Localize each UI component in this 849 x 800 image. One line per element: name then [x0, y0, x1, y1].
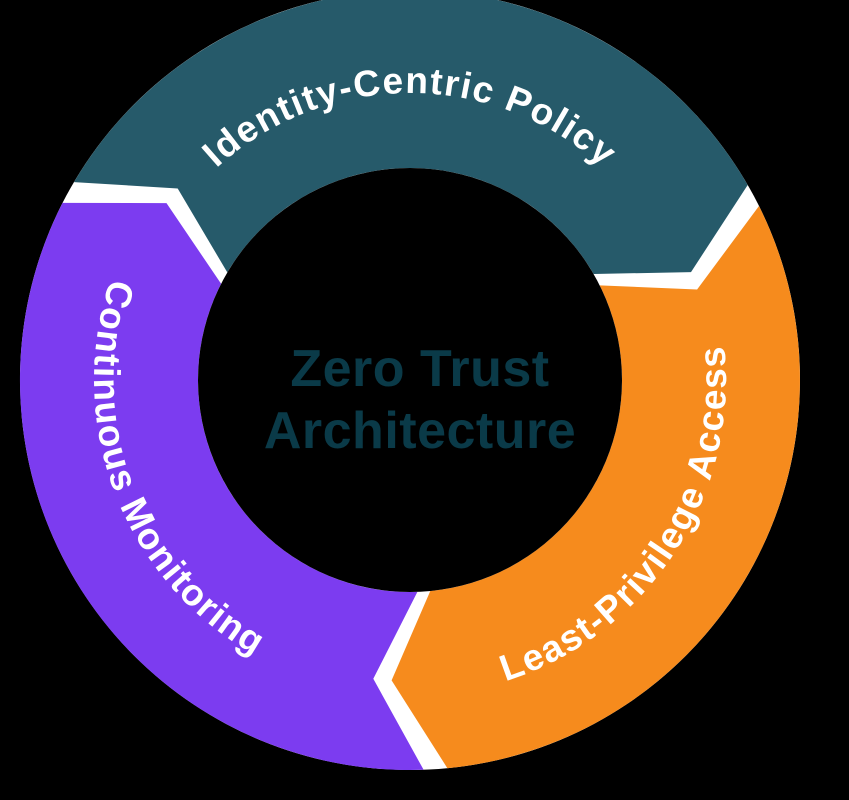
center-title: Zero Trust Architecture [120, 338, 720, 462]
segment-identity-centric-policy [74, 0, 748, 274]
center-title-line1: Zero Trust [290, 340, 550, 398]
ring-inner-hole [198, 168, 622, 592]
segment-continuous-monitoring [19, 202, 424, 771]
segment-least-privilege-access [391, 206, 800, 769]
center-title-line2: Architecture [263, 402, 577, 460]
